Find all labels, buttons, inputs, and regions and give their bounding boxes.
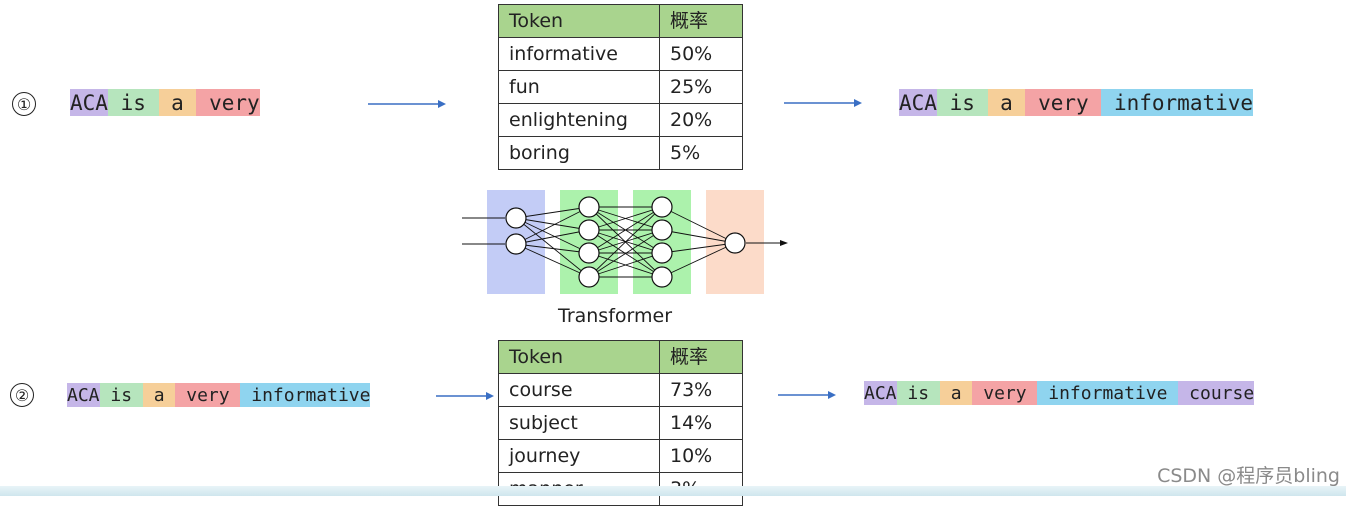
header-probability: 概率 bbox=[659, 340, 743, 374]
neuron-node bbox=[578, 219, 600, 241]
bottom-wave-decoration bbox=[0, 486, 1346, 496]
network-edge bbox=[515, 229, 590, 245]
token-chip: informative bbox=[1101, 89, 1254, 116]
watermark: CSDN @程序员bling bbox=[1157, 465, 1340, 487]
token-chip: very bbox=[196, 89, 260, 116]
token-chip: a bbox=[158, 89, 197, 116]
token-chip: course bbox=[1178, 381, 1255, 405]
step-1-output-sequence: ACA is a very informative bbox=[899, 89, 1254, 116]
row-probability: 5% bbox=[659, 136, 743, 170]
row-token: informative bbox=[498, 37, 660, 71]
step-1-arrow-in bbox=[368, 100, 446, 108]
network-edge bbox=[661, 242, 736, 278]
step-2-probability-table: Token 概率 course 73% subject 14% journey … bbox=[498, 340, 743, 506]
network-edge bbox=[588, 252, 663, 278]
token-chip: ACA bbox=[899, 89, 937, 116]
token-chip: very bbox=[972, 381, 1038, 405]
header-probability: 概率 bbox=[659, 4, 743, 38]
step-1-probability-table: Token 概率 informative 50% fun 25% enlight… bbox=[498, 4, 743, 170]
step-2-arrow-out bbox=[778, 391, 836, 399]
neuron-node bbox=[505, 233, 527, 255]
table-row: boring 5% bbox=[498, 136, 743, 170]
table-header-row: Token 概率 bbox=[498, 4, 743, 38]
network-edge bbox=[515, 243, 590, 278]
token-chip: very bbox=[1025, 89, 1102, 116]
neuron-node bbox=[578, 242, 600, 264]
row-probability: 20% bbox=[659, 103, 743, 137]
row-token: journey bbox=[498, 439, 660, 473]
table-row: course 73% bbox=[498, 373, 743, 407]
network-edge bbox=[588, 206, 663, 254]
transformer-network-diagram bbox=[462, 190, 788, 294]
neuron-node bbox=[651, 242, 673, 264]
token-chip: informative bbox=[1037, 381, 1179, 405]
network-edge bbox=[515, 217, 590, 278]
token-chip: ACA bbox=[70, 89, 108, 116]
transformer-label: Transformer bbox=[558, 305, 673, 327]
neuron-node bbox=[578, 266, 600, 288]
token-chip: a bbox=[939, 381, 973, 405]
token-chip: very bbox=[175, 383, 241, 407]
network-edge bbox=[661, 229, 736, 244]
token-chip: is bbox=[936, 89, 988, 116]
table-row: informative 50% bbox=[498, 37, 743, 71]
network-edge bbox=[588, 206, 663, 278]
token-chip: is bbox=[896, 381, 940, 405]
output-arrowhead bbox=[780, 240, 788, 246]
step-1-arrow-out bbox=[784, 99, 862, 107]
token-chip: a bbox=[142, 383, 176, 407]
header-token: Token bbox=[498, 340, 660, 374]
table-row: journey 10% bbox=[498, 439, 743, 473]
neuron-node bbox=[651, 196, 673, 218]
row-probability: 14% bbox=[659, 406, 743, 440]
network-edge bbox=[515, 206, 590, 245]
row-probability: 50% bbox=[659, 37, 743, 71]
network-edge bbox=[515, 206, 590, 219]
row-token: boring bbox=[498, 136, 660, 170]
row-probability: 73% bbox=[659, 373, 743, 407]
row-probability: 25% bbox=[659, 70, 743, 104]
table-row: fun 25% bbox=[498, 70, 743, 104]
step-1-input-sequence: ACA is a very bbox=[70, 89, 260, 116]
network-edge bbox=[515, 243, 590, 254]
step-2-marker: ② bbox=[10, 383, 34, 407]
header-token: Token bbox=[498, 4, 660, 38]
token-chip: is bbox=[107, 89, 159, 116]
step-2-input-sequence: ACA is a very informative bbox=[67, 383, 371, 407]
token-chip: a bbox=[987, 89, 1026, 116]
neuron-node bbox=[505, 207, 527, 229]
table-row: subject 14% bbox=[498, 406, 743, 440]
network-edge bbox=[661, 242, 736, 254]
row-token: enlightening bbox=[498, 103, 660, 137]
neuron-node bbox=[724, 232, 746, 254]
token-chip: is bbox=[99, 383, 143, 407]
network-edge bbox=[588, 229, 663, 278]
token-chip: informative bbox=[240, 383, 371, 407]
neuron-node bbox=[578, 196, 600, 218]
network-edge bbox=[515, 217, 590, 254]
step-2-output-sequence: ACA is a very informative course bbox=[864, 381, 1255, 405]
step-1-marker: ① bbox=[12, 92, 36, 116]
row-token: subject bbox=[498, 406, 660, 440]
neuron-node bbox=[651, 266, 673, 288]
row-token: fun bbox=[498, 70, 660, 104]
network-edge bbox=[515, 217, 590, 231]
row-probability: 10% bbox=[659, 439, 743, 473]
step-2-arrow-in bbox=[436, 392, 494, 400]
neuron-node bbox=[651, 219, 673, 241]
network-edge bbox=[588, 206, 663, 231]
token-chip: ACA bbox=[67, 383, 100, 407]
table-header-row: Token 概率 bbox=[498, 340, 743, 374]
row-token: course bbox=[498, 373, 660, 407]
table-row: enlightening 20% bbox=[498, 103, 743, 137]
network-edge bbox=[661, 206, 736, 244]
token-chip: ACA bbox=[864, 381, 897, 405]
